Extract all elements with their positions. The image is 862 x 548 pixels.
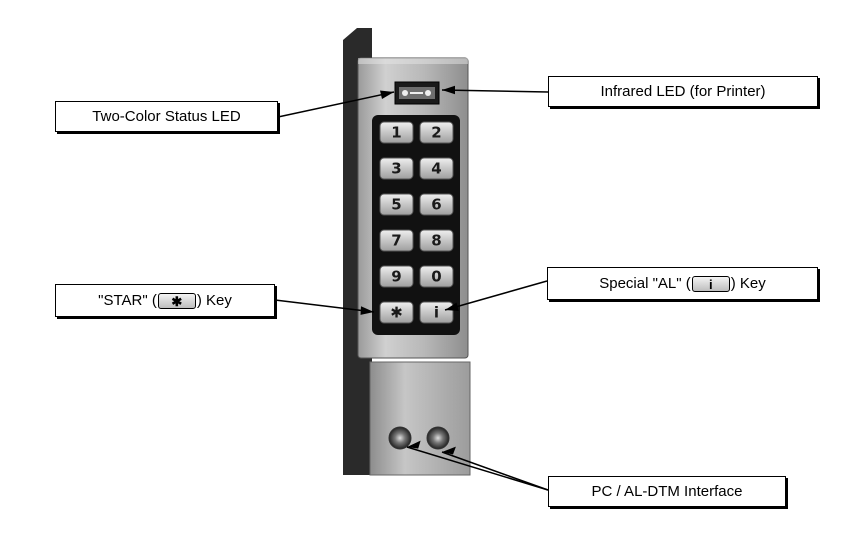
callout-star-key-suffix: ) Key (196, 292, 232, 309)
info-key-icon: i (691, 275, 730, 292)
keypad-key-1[interactable]: 1 (379, 121, 414, 144)
keypad-key-label: 3 (391, 160, 401, 178)
leader-al-key (444, 280, 548, 311)
keypad-key-label: 6 (431, 196, 441, 214)
keypad-key-label: 8 (431, 232, 441, 250)
leader-star-key (274, 299, 375, 313)
arrowhead-interface-left (407, 440, 421, 449)
keypad-key-label: ✱ (390, 304, 403, 322)
keypad-key-label: i (434, 304, 439, 322)
keypad-key-0[interactable]: 0 (419, 265, 454, 288)
leader-interface-left (406, 446, 549, 491)
callout-status-led: Two-Color Status LED (55, 101, 278, 132)
keypad-key-9[interactable]: 9 (379, 265, 414, 288)
keypad-key-cap[interactable] (379, 121, 414, 144)
callout-infrared-led: Infrared LED (for Printer) (548, 76, 818, 107)
keypad-key-cap[interactable] (419, 193, 454, 216)
keypad-key-info[interactable]: i (419, 301, 454, 324)
callout-al-key-prefix: Special "AL" ( (599, 275, 691, 292)
keypad-key-cap[interactable] (379, 265, 414, 288)
callout-interface-text: PC / AL-DTM Interface (591, 483, 743, 500)
keypad-key-label: 5 (391, 196, 401, 214)
status-led-icon (402, 90, 408, 96)
leader-lines (274, 89, 549, 491)
keypad-key-cap[interactable] (379, 229, 414, 252)
arrowhead-status-led (380, 90, 394, 99)
keypad-key-cap[interactable] (419, 121, 454, 144)
keypad-key-cap[interactable] (379, 157, 414, 180)
leader-infrared-led (441, 89, 549, 93)
star-key-icon: ✱ (157, 292, 196, 309)
keypad-key-label: 1 (391, 124, 401, 142)
callout-status-led-text: Two-Color Status LED (92, 108, 241, 125)
keypad-key-label: 0 (431, 268, 441, 286)
arrowhead-infrared-led (442, 85, 455, 95)
keypad-key-cap[interactable] (419, 157, 454, 180)
keypad-key-4[interactable]: 4 (419, 157, 454, 180)
keypad-key-label: 9 (391, 268, 401, 286)
keypad-key-label: 2 (431, 124, 441, 142)
leader-status-led (277, 91, 395, 118)
interface-port-left (388, 426, 412, 450)
callout-interface: PC / AL-DTM Interface (548, 476, 786, 507)
keypad-key-7[interactable]: 7 (379, 229, 414, 252)
infrared-led-icon (425, 90, 431, 96)
callout-star-key: "STAR" ( ✱ ) Key (55, 284, 275, 317)
arrowhead-star-key (360, 306, 374, 315)
keypad-key-3[interactable]: 3 (379, 157, 414, 180)
keypad-key-cap[interactable] (379, 301, 414, 324)
arrowhead-al-key (445, 302, 459, 311)
keypad-key-label: 7 (391, 232, 401, 250)
keypad-keys: 1 2 3 4 5 6 7 8 9 0 ✱ i (379, 121, 454, 324)
keypad-key-star[interactable]: ✱ (379, 301, 414, 324)
callout-al-key: Special "AL" ( i ) Key (547, 267, 818, 300)
arrowhead-interface-right (442, 446, 456, 455)
interface-port-right (426, 426, 450, 450)
keypad-key-label: 4 (431, 160, 441, 178)
keypad-key-cap[interactable] (419, 301, 454, 324)
keypad-key-cap[interactable] (419, 229, 454, 252)
keypad-key-2[interactable]: 2 (419, 121, 454, 144)
callout-star-key-prefix: "STAR" ( (98, 292, 157, 309)
callout-infrared-led-text: Infrared LED (for Printer) (600, 83, 766, 100)
mounting-plate (369, 361, 471, 476)
callout-al-key-suffix: ) Key (730, 275, 766, 292)
keypad-key-6[interactable]: 6 (419, 193, 454, 216)
leader-interface-right (441, 451, 549, 491)
keypad-key-cap[interactable] (419, 265, 454, 288)
keypad-key-cap[interactable] (379, 193, 414, 216)
arrowheads (360, 85, 459, 455)
keypad-key-8[interactable]: 8 (419, 229, 454, 252)
keypad-key-5[interactable]: 5 (379, 193, 414, 216)
